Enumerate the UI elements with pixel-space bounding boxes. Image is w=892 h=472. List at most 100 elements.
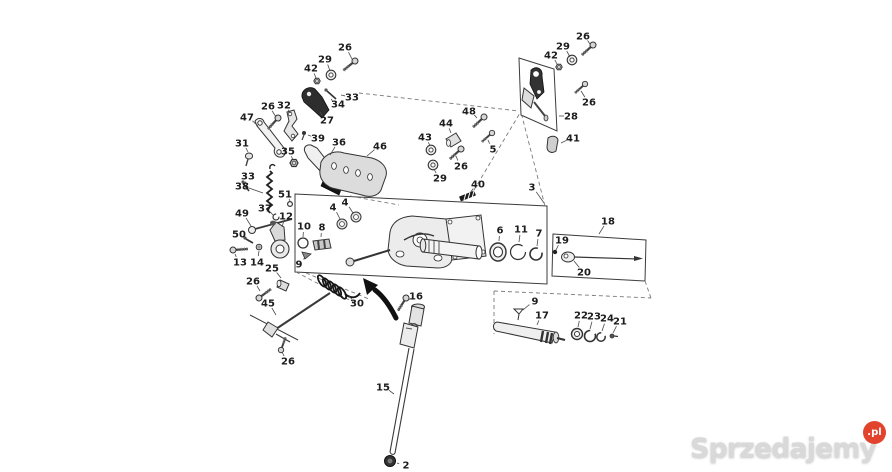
- leader-line: [366, 149, 375, 157]
- part-50-set-screw: [243, 236, 254, 244]
- part-number-label: 9: [296, 260, 303, 271]
- part-26-bolt-bottom: [276, 335, 290, 355]
- leader-line: [307, 134, 312, 137]
- leader-line: [448, 128, 452, 134]
- part-44-bushing: [445, 132, 462, 148]
- part-number-label: 44: [439, 119, 453, 130]
- part-number-label: 45: [261, 299, 275, 310]
- leader-line: [313, 73, 317, 79]
- part-40-spring: [459, 190, 476, 202]
- part-number-label: 48: [462, 107, 476, 118]
- leader-line: [288, 198, 291, 202]
- part-number-label: 13: [233, 258, 247, 269]
- part-5-bolt: [479, 128, 497, 145]
- part-46-plate: [319, 151, 387, 197]
- part-26-bolt-mid: [446, 143, 467, 163]
- leader-line: [234, 253, 237, 258]
- watermark-pl-badge: .pl: [863, 421, 886, 444]
- leader-line: [560, 139, 567, 144]
- part-33-34-pin: [324, 88, 337, 100]
- leader-line: [348, 295, 353, 300]
- leader-line: [271, 307, 277, 316]
- mounting-panel-28: [518, 57, 558, 132]
- part-number-label: 19: [555, 236, 569, 247]
- part-26-bolt-panel: [572, 79, 590, 97]
- part-number-label: 16: [409, 292, 423, 303]
- part-29-washer-topleft: [325, 69, 337, 81]
- watermark-text: Sprzedajemy: [690, 433, 877, 464]
- leader-line: [303, 256, 306, 260]
- part-number-label: 47: [240, 113, 254, 124]
- leader-line: [566, 50, 571, 58]
- part-15-shaft: [389, 347, 415, 455]
- assembly-box-3: [294, 193, 548, 285]
- part-number-label: 6: [497, 226, 504, 237]
- part-number-label: 25: [265, 264, 279, 275]
- part-number-label: 41: [566, 134, 580, 145]
- part-number-label: 7: [536, 229, 543, 240]
- leader-line: [487, 139, 490, 144]
- part-number-label: 12: [279, 212, 293, 223]
- leader-line: [473, 114, 478, 119]
- part-17-cylinder: [493, 321, 566, 345]
- leader-line: [601, 323, 605, 332]
- part-21-screw: [609, 333, 619, 339]
- part-43-ring: [425, 144, 437, 156]
- leader-line: [555, 244, 559, 251]
- leader-line: [573, 260, 580, 268]
- part-number-label: 30: [350, 299, 364, 310]
- part-8-spool: [312, 238, 332, 251]
- leader-line: [244, 181, 246, 185]
- leader-line: [327, 64, 331, 72]
- part-51-clip: [287, 201, 294, 208]
- part-29-washer-topright: [566, 54, 578, 66]
- part-number-label: 26: [576, 32, 590, 43]
- part-number-label: 15: [376, 383, 390, 394]
- part-number-label: 38: [235, 182, 249, 193]
- leader-line: [245, 147, 249, 153]
- part-26-bolt-top: [340, 55, 361, 74]
- part-number-label: 22: [574, 311, 588, 322]
- leader-line: [388, 389, 395, 395]
- leader-line: [348, 52, 353, 60]
- leader-line: [340, 94, 346, 97]
- part-number-label: 46: [373, 142, 387, 153]
- leader-line: [287, 109, 291, 114]
- leader-line: [433, 168, 437, 174]
- leader-line: [577, 320, 580, 328]
- part-number-label: 50: [232, 230, 246, 241]
- part-number-label: 33: [345, 93, 359, 104]
- part-37-clip: [272, 213, 280, 221]
- leader-line: [598, 225, 605, 235]
- watermark: Sprzedajemy .pl: [690, 421, 886, 464]
- leader-line: [244, 236, 248, 240]
- part-30-spring: [316, 274, 361, 300]
- leader-line: [276, 272, 282, 279]
- part-number-label: 28: [564, 112, 578, 123]
- part-number-label: 29: [318, 55, 332, 66]
- part-16-bolt: [394, 292, 412, 314]
- part-number-label: 18: [601, 217, 615, 228]
- universal-joint: [399, 303, 425, 349]
- spool-cylinder: [419, 238, 483, 260]
- leader-line: [252, 120, 259, 127]
- leader-line: [522, 304, 530, 311]
- part-number-label: 29: [556, 42, 570, 53]
- part-31-knob: [244, 152, 254, 167]
- part-14-washer: [255, 243, 263, 251]
- part-number-label: 4: [342, 198, 349, 209]
- leader-line: [269, 211, 274, 216]
- part-number-label: 32: [277, 101, 291, 112]
- part-4-cup-b: [350, 211, 362, 223]
- part-number-label: 26: [454, 162, 468, 173]
- valve-housing: [345, 214, 487, 269]
- part-number-label: 34: [331, 100, 345, 111]
- part-11-snap-ring: [509, 243, 527, 261]
- part-number-label: 26: [338, 43, 352, 54]
- leader-line: [330, 98, 333, 101]
- leader-line: [329, 146, 336, 156]
- part-9-wedge-left: [301, 251, 312, 260]
